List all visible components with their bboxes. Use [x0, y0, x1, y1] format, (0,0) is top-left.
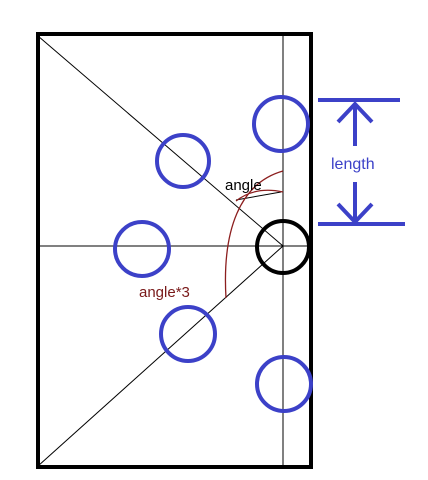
blue-circle-middle-left [113, 220, 171, 278]
angle-arc [235, 189, 284, 202]
diagonal-bottom-guide [37, 245, 284, 467]
blue-circle-top-right [252, 95, 310, 153]
length-arrow-down [336, 202, 374, 225]
blue-circle-upper-left [155, 133, 211, 189]
angle-times-3-arc [224, 170, 284, 299]
length-arrow-up [336, 101, 374, 124]
length-label: length [331, 156, 375, 173]
angle-arcs [224, 170, 284, 299]
blue-circle-bottom-right [255, 355, 313, 413]
angle-label: angle [225, 177, 262, 194]
center-black-circle [255, 219, 311, 275]
angle-reference-line [235, 191, 282, 201]
angle-times-3-label: angle*3 [139, 284, 190, 301]
length-dimension [318, 98, 405, 226]
guide-lines [36, 34, 312, 468]
blue-circle-lower-left [159, 305, 217, 363]
outer-frame [36, 32, 313, 469]
diagonal-top-guide [37, 35, 284, 247]
blue-circles [113, 95, 313, 413]
